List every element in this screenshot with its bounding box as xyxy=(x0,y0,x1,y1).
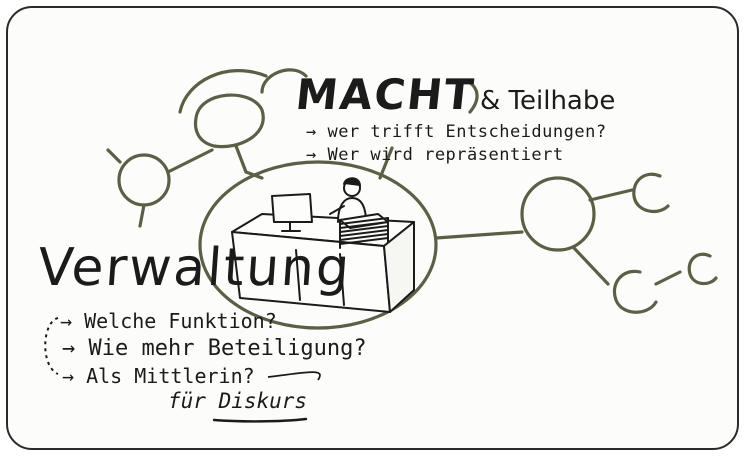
right-far-node xyxy=(687,252,718,286)
top-left-arc xyxy=(178,69,268,114)
verwaltung-title: Verwaltung xyxy=(35,238,354,298)
dotted-bracket xyxy=(44,317,59,375)
computer-monitor-icon xyxy=(271,193,313,232)
verwaltung-question-1: → Welche Funktion? xyxy=(60,309,277,333)
office-desk-illustration xyxy=(231,177,415,313)
right-node xyxy=(520,176,596,252)
verwaltung-question-3: → Als Mittlerin? xyxy=(62,364,255,388)
top-left-node xyxy=(193,93,265,149)
verwaltung-question-2: → Wie mehr Beteiligung? xyxy=(62,336,367,361)
macht-title: MACHT xyxy=(293,70,478,119)
macht-question-1: → wer trifft Entscheidungen? xyxy=(306,122,607,142)
right-bottom-node xyxy=(612,269,658,314)
teilhabe-title: & Teilhabe xyxy=(480,86,616,116)
verwaltung-question-4: für Diskurs xyxy=(168,389,308,413)
right-top-node xyxy=(632,172,670,214)
underline xyxy=(212,417,308,423)
macht-question-2: → Wer wird repräsentiert xyxy=(306,145,564,165)
paper-stack-icon xyxy=(339,213,389,249)
left-node xyxy=(117,153,171,207)
central-node xyxy=(198,160,438,330)
person-icon xyxy=(329,177,367,223)
